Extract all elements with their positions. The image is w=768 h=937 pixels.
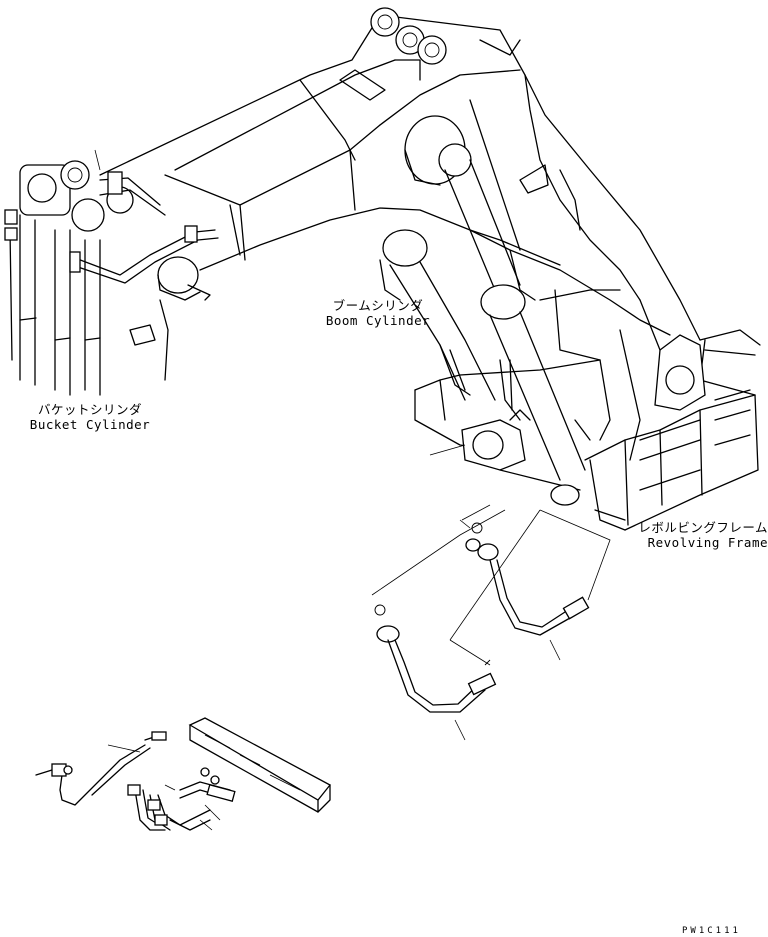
boom-cylinder-label: ブームシリンダ Boom Cylinder	[318, 298, 438, 328]
boom-cylinder-assembly	[379, 159, 586, 481]
boom-cylinder-label-ja: ブームシリンダ	[332, 298, 424, 313]
revolving-frame	[414, 289, 761, 531]
bucket-cylinder-label: バケットシリンダ Bucket Cylinder	[20, 402, 160, 432]
boom-structure	[99, 7, 701, 346]
revolving-frame-label: レボルビングフレーム Revolving Frame	[636, 520, 768, 550]
drawing-code: PW1C111	[682, 926, 741, 936]
hose-exploded-view	[371, 444, 611, 741]
revolving-frame-label-ja: レボルビングフレーム	[638, 520, 768, 535]
boom-cylinder-label-en: Boom Cylinder	[325, 313, 431, 328]
clamp-bracket-detail	[35, 717, 331, 831]
revolving-frame-label-en: Revolving Frame	[647, 535, 768, 550]
bucket-cylinder-assembly	[4, 160, 219, 396]
bucket-cylinder-label-ja: バケットシリンダ	[37, 402, 142, 417]
bucket-cylinder-label-en: Bucket Cylinder	[29, 417, 151, 432]
